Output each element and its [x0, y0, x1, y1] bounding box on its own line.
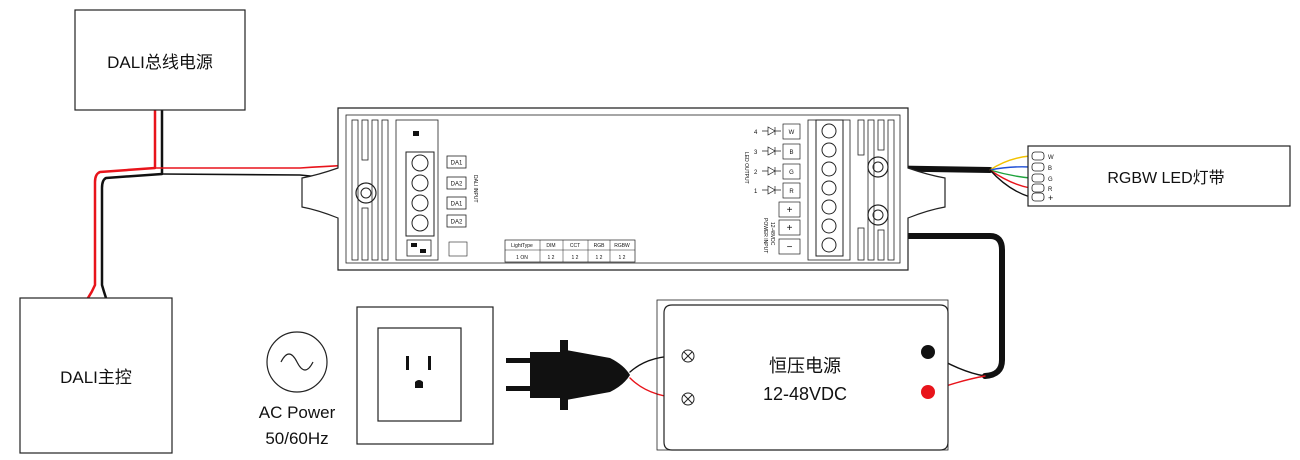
strip-pin-plus: +: [1048, 193, 1053, 203]
dali-input-label: DALI INPUT: [472, 175, 478, 203]
led-output-section: LED OUTPUT 4 3 2 1 W B G R +: [743, 123, 801, 218]
led-output-label: LED OUTPUT: [743, 152, 749, 184]
led-strip-label: RGBW LED灯带: [1107, 169, 1224, 187]
ac-frequency-label: 50/60Hz: [265, 429, 328, 448]
ac-plug-icon: [506, 340, 630, 410]
da-label-2: DA2: [451, 182, 463, 188]
table-header-rgbw: RGBW: [614, 243, 630, 249]
led-strip-wire-plus: [989, 169, 1031, 198]
table-row-rgbw: 1 2: [619, 255, 626, 261]
table-header-dim: DIM: [546, 243, 555, 249]
led-strip-wire-r: [989, 169, 1031, 189]
power-cable: [867, 233, 1005, 379]
da-label-4: DA2: [451, 220, 463, 226]
outlet-slot-right: [428, 356, 431, 370]
left-vent: [351, 119, 439, 261]
channel-number-4: 4: [754, 130, 758, 136]
channel-letter-g: G: [789, 170, 794, 176]
cv-power-label: 恒压电源: [769, 356, 841, 376]
table-row-dim: 1 2: [548, 255, 555, 261]
rgbw-led-strip: W B G R + RGBW LED灯带: [1027, 145, 1291, 207]
channel-letter-w: W: [789, 130, 795, 136]
dali-bus-power-label: DALI总线电源: [107, 53, 213, 72]
output-terminal-block: [815, 119, 844, 257]
dali-bus-black-wire: [100, 108, 164, 300]
dali-terminal-block: [405, 151, 435, 237]
power-input-label: POWER INPUT: [762, 218, 768, 253]
strip-pads: [1031, 151, 1045, 202]
outlet-ground-hole: [415, 380, 423, 388]
power-input-range: 12-48VDC: [769, 222, 775, 246]
channel-number-3: 3: [754, 150, 758, 156]
cv-voltage-label: 12-48VDC: [763, 384, 847, 404]
constant-voltage-power-supply: 恒压电源 12-48VDC: [656, 299, 949, 451]
dali-bus-red-wire: [86, 108, 157, 300]
table-row-cct: 1 2: [572, 255, 579, 261]
channel-letter-r: R: [789, 189, 794, 195]
power-plus-symbol: +: [787, 223, 793, 234]
power-input-section: POWER INPUT 12-48VDC + −: [762, 218, 801, 255]
strip-pin-w: W: [1048, 155, 1054, 161]
dc-negative-terminal: [921, 345, 935, 359]
ac-power-symbol: AC Power 50/60Hz: [259, 331, 336, 448]
table-header-cct: CCT: [570, 243, 580, 249]
dali-terminal-labels: DA1 DA2 DA1 DA2 DALI INPUT: [446, 155, 478, 228]
dali-master-label: DALI主控: [60, 368, 132, 387]
strip-pin-b: B: [1048, 166, 1052, 172]
strip-pin-r: R: [1048, 187, 1053, 193]
da-label-1: DA1: [451, 161, 463, 167]
dali-master-box: DALI主控: [19, 297, 173, 454]
channel-number-2: 2: [754, 170, 758, 176]
dc-positive-terminal: [921, 385, 935, 399]
power-minus-symbol: −: [787, 242, 793, 253]
channel-letter-b: B: [789, 150, 793, 156]
table-header-rgb: RGB: [594, 243, 606, 249]
ac-power-label: AC Power: [259, 403, 336, 422]
dali-dip-switch: [406, 239, 468, 257]
led-strip-wire-g: [989, 169, 1031, 179]
led-controller: DA1 DA2 DA1 DA2 DALI INPUT LightType DIM: [301, 107, 946, 271]
led-plus-symbol: +: [787, 205, 793, 216]
table-row-first: 1 ON: [516, 255, 528, 261]
strip-pin-g: G: [1048, 177, 1053, 183]
outlet-slot-left: [406, 356, 409, 370]
table-header-lighttype: LightType: [511, 243, 533, 249]
wall-outlet: [356, 306, 494, 445]
ac-input-terminal-1: [681, 349, 695, 363]
ac-input-terminal-2: [681, 392, 695, 406]
led-strip-wire-b: [989, 166, 1031, 171]
dali-bus-power-box: DALI总线电源: [74, 9, 246, 111]
light-type-table: LightType DIM CCT RGB RGBW 1 ON 1 2 1 2 …: [504, 239, 636, 263]
channel-number-1: 1: [754, 189, 758, 195]
table-row-rgb: 1 2: [596, 255, 603, 261]
da-label-3: DA1: [451, 202, 463, 208]
led-strip-wire-w: [989, 155, 1031, 171]
